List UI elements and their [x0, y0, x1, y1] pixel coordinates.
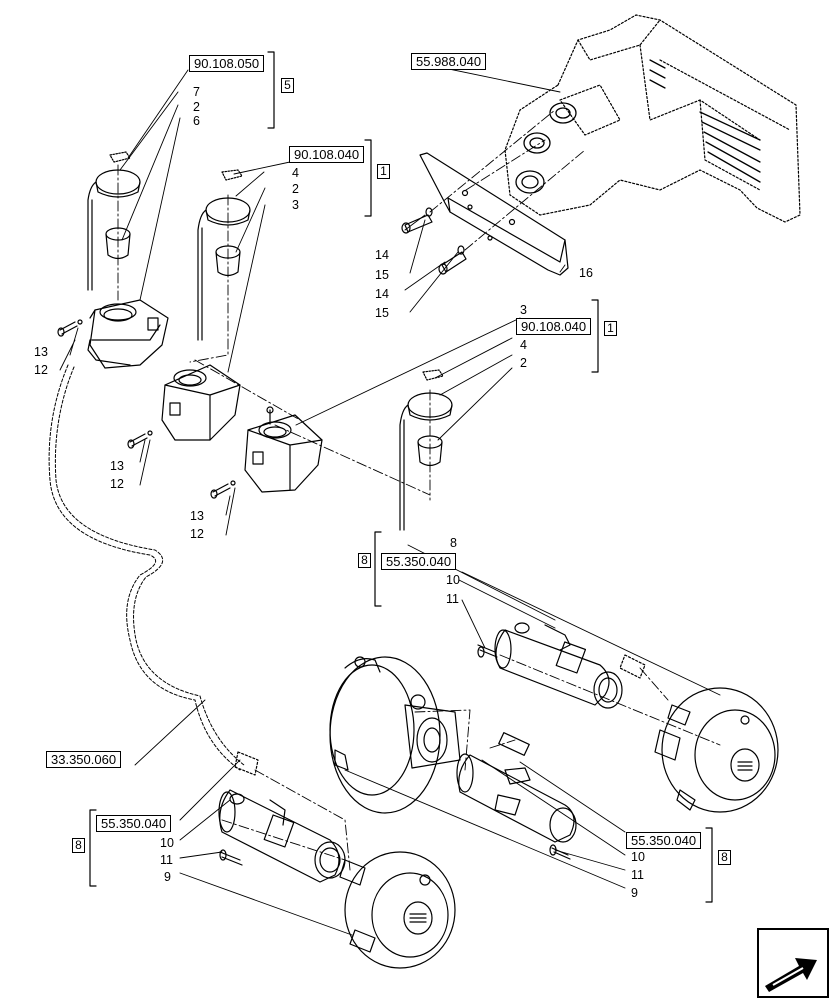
- reservoir-3: [244, 406, 323, 493]
- ref-33-350-060[interactable]: 33.350.060: [46, 751, 122, 768]
- next-page-arrow-icon: [765, 958, 817, 992]
- group-box-1-mid: 1: [604, 321, 617, 336]
- callout-3: 3: [520, 303, 527, 317]
- servo-lower: [339, 851, 456, 969]
- bracket-holes: [515, 59, 761, 194]
- callout-10: 10: [160, 836, 174, 850]
- callout-6: 6: [193, 114, 200, 128]
- brake-centerlines: [221, 654, 721, 871]
- master-cylinder-lower: [218, 789, 346, 883]
- callout-2: 2: [193, 100, 200, 114]
- ref-55-350-040-right[interactable]: 55.350.040: [626, 832, 702, 849]
- callout-8: 8: [450, 536, 457, 550]
- callout-15: 15: [375, 306, 389, 320]
- ref-90-108-050[interactable]: 90.108.050: [189, 55, 265, 72]
- callout-9: 9: [631, 886, 638, 900]
- plate-centerlines: [429, 109, 586, 251]
- callout-4: 4: [292, 166, 299, 180]
- ref-55-988-040[interactable]: 55.988.040: [411, 53, 487, 70]
- decal-3: [422, 369, 444, 381]
- callout-4: 4: [520, 338, 527, 352]
- group-box-8-lower: 8: [72, 838, 85, 853]
- callout-3: 3: [292, 198, 299, 212]
- callout-9: 9: [164, 870, 171, 884]
- fitting-lower: [234, 751, 259, 776]
- leader-lines: [59, 61, 721, 936]
- frame-bracket: [504, 14, 801, 223]
- ref-55-350-040-lower[interactable]: 55.350.040: [96, 815, 172, 832]
- group-brackets: [89, 51, 713, 903]
- master-cylinder-middle: [456, 732, 577, 860]
- plate-screws: [401, 207, 467, 275]
- callout-14: 14: [375, 248, 389, 262]
- next-page-button[interactable]: [757, 928, 829, 998]
- fitting-upper: [619, 654, 646, 679]
- callout-10: 10: [446, 573, 460, 587]
- reservoir-1: [87, 299, 169, 369]
- group-box-5: 5: [281, 78, 294, 93]
- reservoir-screws: [57, 319, 236, 499]
- decal-2: [221, 169, 243, 181]
- cap-3: [399, 392, 453, 531]
- callout-13: 13: [110, 459, 124, 473]
- ref-55-350-040-upper[interactable]: 55.350.040: [381, 553, 457, 570]
- group-box-8-upper: 8: [358, 553, 371, 568]
- callout-15: 15: [375, 268, 389, 282]
- callout-14: 14: [375, 287, 389, 301]
- mounting-plate: [419, 152, 569, 276]
- reservoir-2: [161, 364, 241, 441]
- callout-7: 7: [193, 85, 200, 99]
- callout-10: 10: [631, 850, 645, 864]
- group-box-1-top: 1: [377, 164, 390, 179]
- booster-middle: [329, 656, 461, 814]
- callout-13: 13: [34, 345, 48, 359]
- callout-12: 12: [110, 477, 124, 491]
- callout-11: 11: [446, 592, 459, 606]
- callout-11: 11: [160, 853, 173, 867]
- ref-90-108-040-top[interactable]: 90.108.040: [289, 146, 365, 163]
- callout-12: 12: [34, 363, 48, 377]
- callout-16: 16: [579, 266, 593, 280]
- cap-1: [87, 169, 141, 291]
- callout-2: 2: [520, 356, 527, 370]
- callout-11: 11: [631, 868, 644, 882]
- decal-1: [109, 151, 131, 163]
- servo-upper: [654, 687, 779, 813]
- reservoir-centerlines: [117, 164, 431, 501]
- group-box-8-right: 8: [718, 850, 731, 865]
- ref-90-108-040-mid[interactable]: 90.108.040: [516, 318, 592, 335]
- brake-hose: [48, 364, 245, 771]
- cap-2: [197, 197, 251, 341]
- callout-2: 2: [292, 182, 299, 196]
- callout-12: 12: [190, 527, 204, 541]
- master-cylinder-upper: [477, 622, 623, 709]
- callout-13: 13: [190, 509, 204, 523]
